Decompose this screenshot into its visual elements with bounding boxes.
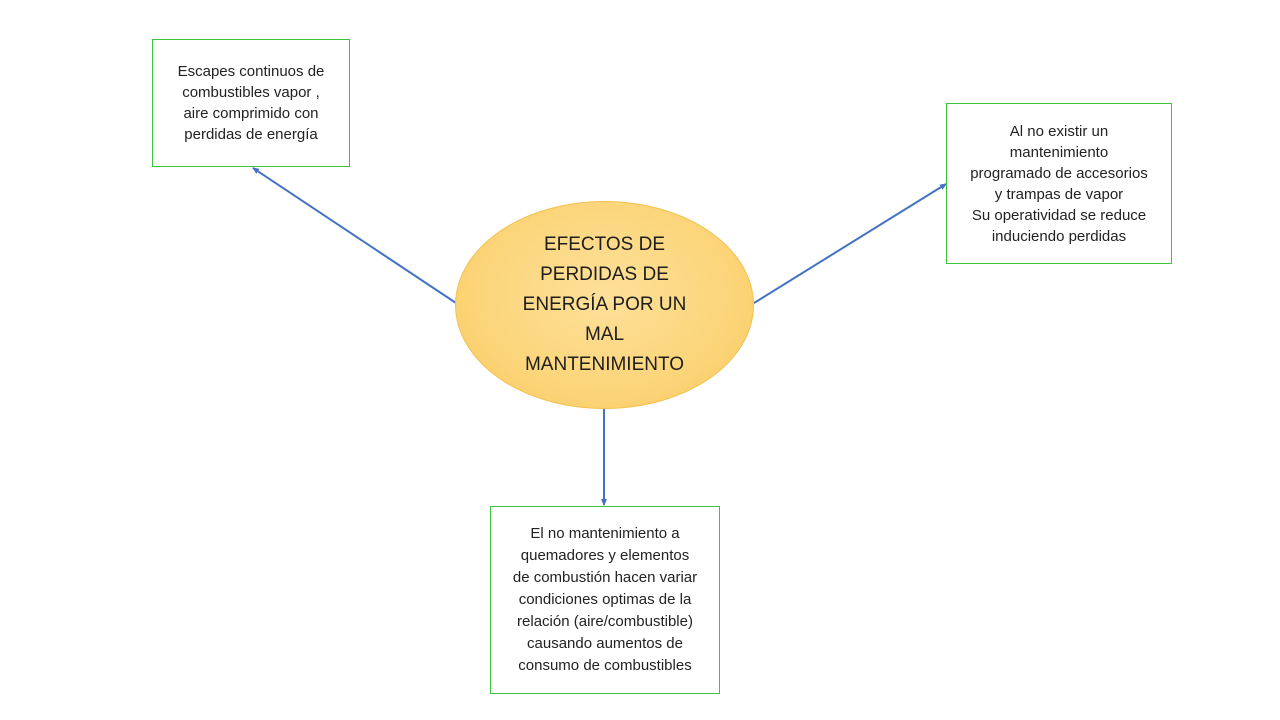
- node-top-left-text: Escapes continuos de combustibles vapor …: [177, 63, 325, 143]
- node-right-text: Al no existir un mantenimiento programad…: [970, 122, 1148, 245]
- node-bottom-text: El no mantenimiento a quemadores y eleme…: [512, 525, 698, 674]
- center-topic-label: EFECTOS DE PERDIDAS DE ENERGÍA POR UN MA…: [522, 234, 687, 375]
- arrow-to-right: [753, 183, 947, 304]
- node-bottom: El no mantenimiento a quemadores y eleme…: [490, 506, 720, 694]
- node-top-left: Escapes continuos de combustibles vapor …: [152, 39, 350, 167]
- center-topic-ellipse: EFECTOS DE PERDIDAS DE ENERGÍA POR UN MA…: [455, 201, 754, 409]
- node-right: Al no existir un mantenimiento programad…: [946, 103, 1172, 264]
- arrow-to-top-left: [252, 167, 457, 304]
